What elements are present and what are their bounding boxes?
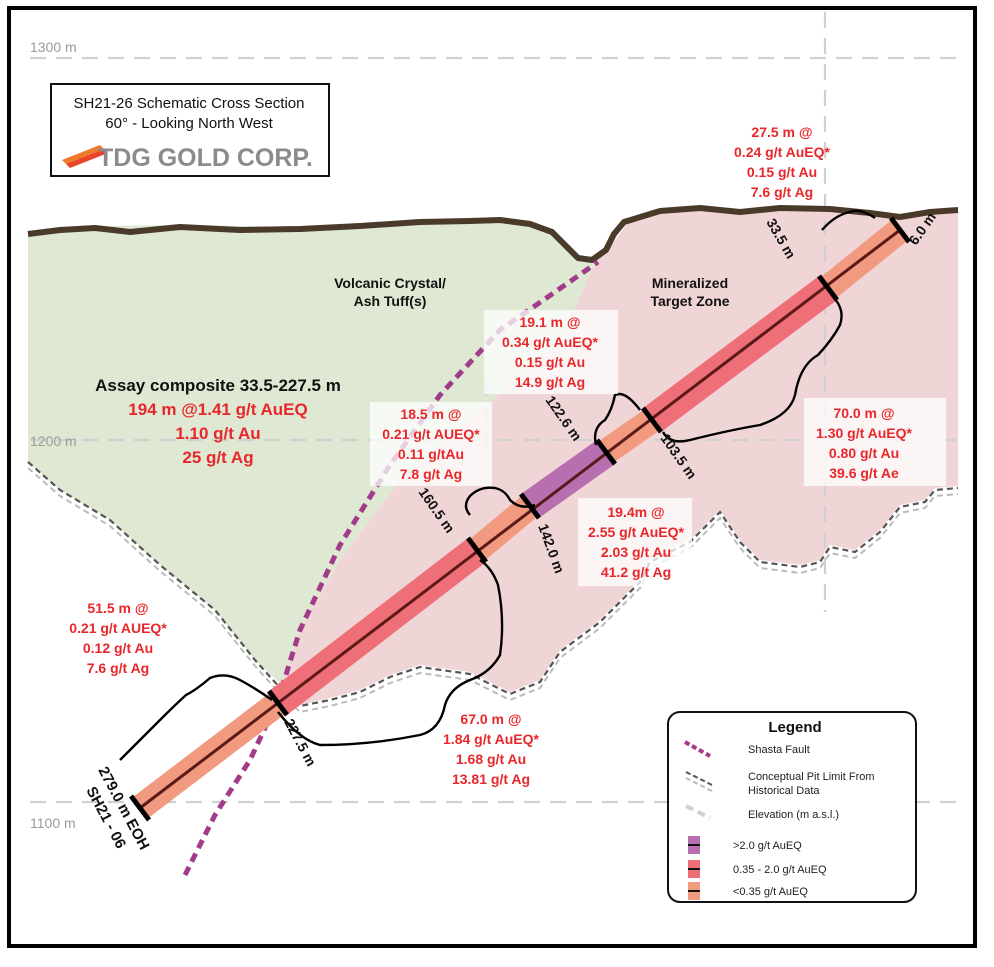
legend-box — [667, 711, 917, 903]
shasta-fault-line — [182, 259, 600, 877]
interval-670-label: 67.0 m @ 1.84 g/t AuEQ* 1.68 g/t Au 13.8… — [443, 711, 540, 787]
composite-line-2: 1.10 g/t Au — [175, 424, 260, 443]
legend-mid-grade-swatch — [688, 860, 700, 878]
interval-700-line-4: 39.6 g/t Ae — [829, 465, 899, 481]
interval-185-line-1: 18.5 m @ — [400, 406, 461, 422]
interval-185-line-2: 0.21 g/t AUEQ* — [382, 426, 480, 442]
interval-top-label: 27.5 m @ 0.24 g/t AuEQ* 0.15 g/t Au 7.6 … — [734, 124, 831, 200]
pit-limit-line — [27, 461, 959, 714]
interval-700-box — [804, 398, 946, 486]
logo-text: TDG GOLD CORP. — [98, 144, 313, 172]
interval-top-line-3: 0.15 g/t Au — [747, 164, 817, 180]
legend-high-grade-swatch — [688, 836, 700, 854]
topography-line — [27, 205, 959, 263]
target-label-2: Target Zone — [650, 293, 729, 309]
interval-185-line-4: 7.8 g/t Ag — [400, 466, 463, 482]
elevation-1300-label: 1300 m — [30, 39, 77, 55]
elevation-1100-label: 1100 m — [30, 815, 76, 831]
title-line-2: 60° - Looking North West — [105, 115, 273, 132]
interval-670-line-4: 13.81 g/t Ag — [452, 771, 530, 787]
interval-515-line-2: 0.21 g/t AUEQ* — [69, 620, 167, 636]
interval-700-line-3: 0.80 g/t Au — [829, 445, 899, 461]
composite-line-3: 25 g/t Ag — [182, 448, 253, 467]
composite-line-1: 194 m @1.41 g/t AuEQ — [128, 400, 307, 419]
legend-elevation-label: Elevation (m a.s.l.) — [748, 809, 839, 821]
legend-title: Legend — [768, 719, 821, 736]
interval-185-label: 18.5 m @ 0.21 g/t AUEQ* 0.11 g/tAu 7.8 g… — [382, 406, 480, 482]
interval-515-label: 51.5 m @ 0.21 g/t AUEQ* 0.12 g/t Au 7.6 … — [69, 600, 167, 676]
legend-low-grade-label: <0.35 g/t AuEQ — [733, 886, 808, 898]
composite-heading: Assay composite 33.5-227.5 m — [95, 376, 341, 395]
legend-elevation-swatch — [685, 804, 711, 820]
interval-top-line-2: 0.24 g/t AuEQ* — [734, 144, 831, 160]
interval-515-line-3: 0.12 g/t Au — [83, 640, 153, 656]
legend-pit-swatch — [685, 771, 715, 793]
interval-670-line-1: 67.0 m @ — [460, 711, 521, 727]
interval-194-label: 19.4m @ 2.55 g/t AuEQ* 2.03 g/t Au 41.2 … — [588, 504, 685, 580]
interval-194-box — [578, 498, 692, 586]
interval-515-line-4: 7.6 g/t Ag — [87, 660, 150, 676]
interval-191-box — [484, 310, 618, 394]
interval-top-line-1: 27.5 m @ — [751, 124, 812, 140]
interval-191-line-3: 0.15 g/t Au — [515, 354, 585, 370]
legend-high-grade-label: >2.0 g/t AuEQ — [733, 840, 802, 852]
tdg-logo: TDG GOLD CORP. — [62, 144, 313, 172]
interval-194-line-4: 41.2 g/t Ag — [601, 564, 671, 580]
interval-185-box — [370, 402, 492, 486]
interval-515-line-1: 51.5 m @ — [87, 600, 148, 616]
legend-fault-swatch — [684, 740, 711, 758]
interval-braces — [119, 209, 876, 761]
legend-pit-label-1: Conceptual Pit Limit From — [748, 771, 875, 783]
outer-frame — [7, 6, 977, 948]
title-line-1: SH21-26 Schematic Cross Section — [74, 95, 305, 112]
interval-191-line-4: 14.9 g/t Ag — [515, 374, 585, 390]
interval-185-line-3: 0.11 g/tAu — [398, 446, 464, 462]
volcanic-label-1: Volcanic Crystal/ — [334, 275, 446, 291]
interval-700-line-1: 70.0 m @ — [833, 405, 894, 421]
legend: Legend Shasta Fault Conceptual Pit Limit… — [667, 711, 917, 903]
interval-670-line-2: 1.84 g/t AuEQ* — [443, 731, 540, 747]
legend-fault-label: Shasta Fault — [748, 744, 810, 756]
legend-low-grade-swatch — [688, 882, 700, 900]
interval-194-line-2: 2.55 g/t AuEQ* — [588, 524, 685, 540]
depth-ticks — [129, 216, 911, 822]
target-label-1: Mineralized — [652, 275, 728, 291]
title-box — [50, 83, 330, 177]
drillhole-trace — [132, 219, 909, 819]
interval-191-label: 19.1 m @ 0.34 g/t AuEQ* 0.15 g/t Au 14.9… — [502, 314, 599, 390]
legend-mid-grade-label: 0.35 - 2.0 g/t AuEQ — [733, 864, 827, 876]
legend-pit-label-2: Historical Data — [748, 785, 820, 797]
volcanic-label-2: Ash Tuff(s) — [354, 293, 427, 309]
volcanic-tuff-area — [28, 220, 596, 685]
interval-191-line-2: 0.34 g/t AuEQ* — [502, 334, 599, 350]
elevation-1200-label: 1200 m — [30, 433, 77, 449]
interval-670-line-3: 1.68 g/t Au — [456, 751, 526, 767]
interval-194-line-3: 2.03 g/t Au — [601, 544, 671, 560]
interval-700-label: 70.0 m @ 1.30 g/t AuEQ* 0.80 g/t Au 39.6… — [816, 405, 913, 481]
interval-top-line-4: 7.6 g/t Ag — [751, 184, 814, 200]
interval-191-line-1: 19.1 m @ — [519, 314, 580, 330]
interval-194-line-1: 19.4m @ — [607, 504, 664, 520]
interval-700-line-2: 1.30 g/t AuEQ* — [816, 425, 913, 441]
